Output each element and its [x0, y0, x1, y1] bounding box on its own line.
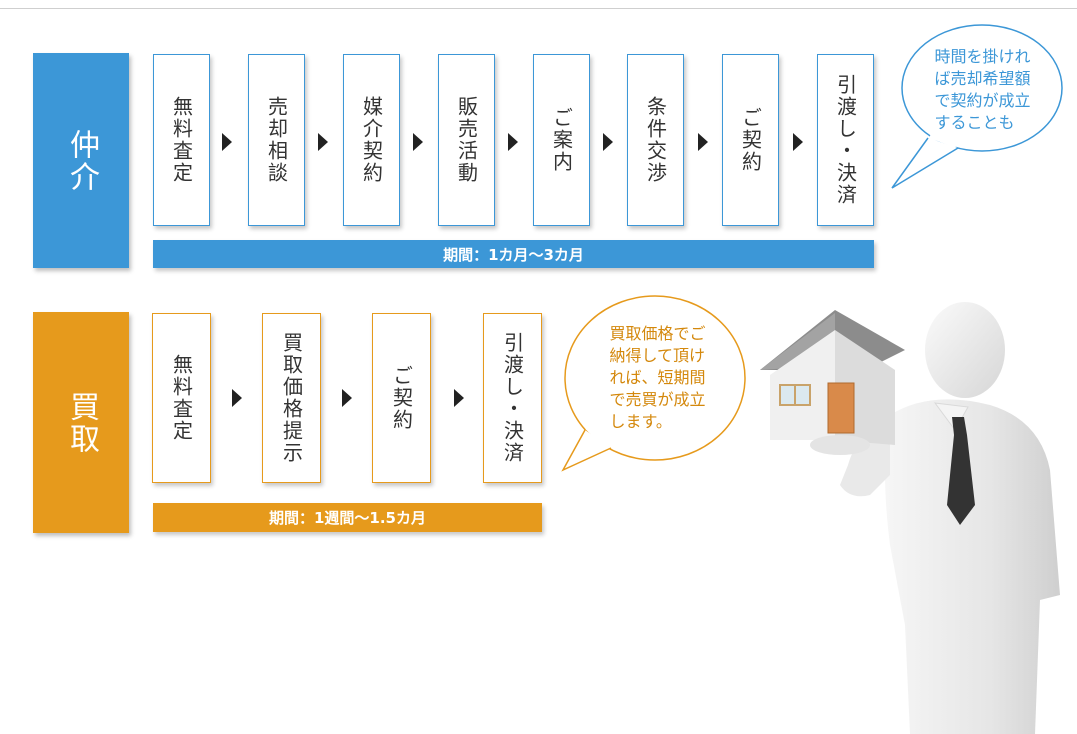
brokerage-step-sale-consultation: 売却相談 [248, 54, 305, 226]
brokerage-step-free-appraisal: 無料査定 [153, 54, 210, 226]
purchase-step-price-offer: 買取価格提示 [262, 313, 321, 483]
brokerage-step-agency-contract: 媒介契約 [343, 54, 400, 226]
top-divider [0, 0, 1077, 9]
arrow-right-icon [793, 133, 803, 151]
arrow-right-icon [232, 389, 242, 407]
purchase-label: 買取 [33, 312, 129, 533]
purchase-bubble-text: 買取価格でご 納得して頂け れば、短期間 で売買が成立 します。 [609, 324, 706, 431]
brokerage-speech-bubble [891, 24, 1063, 189]
arrow-right-icon [222, 133, 232, 151]
purchase-step-handover-settlement: 引渡し・決済 [483, 313, 542, 483]
arrow-right-icon [508, 133, 518, 151]
arrow-right-icon [413, 133, 423, 151]
purchase-step-contract: ご契約 [372, 313, 431, 483]
arrow-right-icon [603, 133, 613, 151]
brokerage-label: 仲介 [33, 53, 129, 268]
purchase-step-free-appraisal: 無料査定 [152, 313, 211, 483]
arrow-right-icon [698, 133, 708, 151]
brokerage-bubble-text: 時間を掛けれ ば売却希望額 で契約が成立 することも [934, 47, 1031, 132]
arrow-right-icon [454, 389, 464, 407]
brokerage-step-contract: ご契約 [722, 54, 779, 226]
purchase-speech-bubble [561, 295, 746, 472]
brokerage-step-sales-activity: 販売活動 [438, 54, 495, 226]
brokerage-period-bar: 期間：1カ月〜3カ月 [153, 240, 874, 268]
businessman-holding-house-icon [760, 302, 1060, 734]
brokerage-step-negotiation: 条件交渉 [627, 54, 684, 226]
brokerage-step-viewing: ご案内 [533, 54, 590, 226]
arrow-right-icon [318, 133, 328, 151]
arrow-right-icon [342, 389, 352, 407]
brokerage-step-handover-settlement: 引渡し・決済 [817, 54, 874, 226]
purchase-period-bar: 期間：1週間〜1.5カ月 [153, 503, 542, 532]
